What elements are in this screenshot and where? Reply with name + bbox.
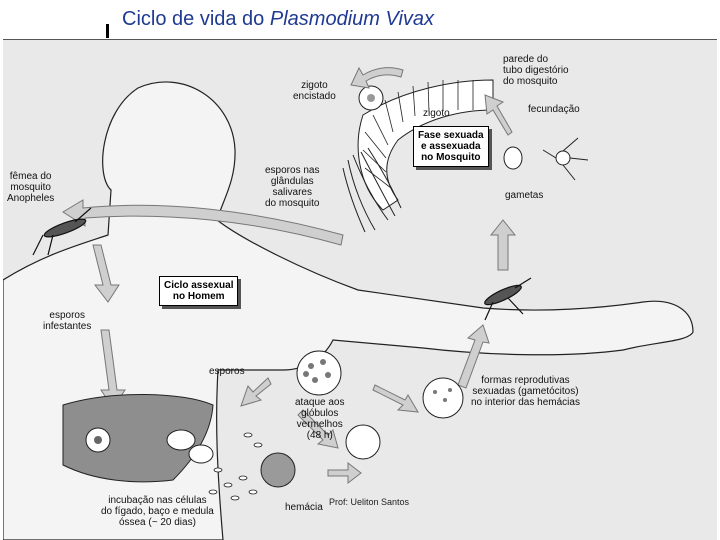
label-parede-tubo: parede do tubo digestório do mosquito [503, 54, 569, 87]
label-zigoto: zigoto [423, 108, 450, 119]
box-fase-mosquito: Fase sexuada e assexuada no Mosquito [413, 126, 489, 167]
label-hemacia: hemácia [285, 502, 323, 513]
label-formas-reprodutivas: formas reprodutivas sexuadas (gametócito… [471, 375, 580, 408]
label-ataque-globulos: ataque aos glóbulos vermelhos (48 h) [295, 397, 345, 441]
sporozoite-burst [342, 147, 402, 233]
label-esporos: esporos [209, 366, 245, 377]
label-gametas: gametas [505, 190, 544, 201]
liver [62, 394, 214, 483]
liver-cells [166, 429, 214, 464]
mosquito-icon [32, 207, 532, 321]
title-marker [106, 24, 109, 38]
label-zigoto-encistado: zigoto encistado [293, 80, 336, 102]
life-cycle-diagram: zigoto encistado parede do tubo digestór… [3, 40, 717, 540]
gametes-illustration [503, 137, 589, 181]
merozoites [208, 432, 263, 501]
label-femea-mosquito: fêmea do mosquito Anopheles [7, 171, 55, 204]
box-ciclo-homem: Ciclo assexual no Homem [159, 276, 239, 306]
diagram-illustration [3, 66, 694, 540]
label-fecundacao: fecundação [528, 104, 580, 115]
author-credit: Prof: Ueliton Santos [329, 497, 410, 507]
red-blood-cells [260, 350, 464, 488]
label-incubacao: incubação nas células do fígado, baço e … [101, 495, 214, 528]
title-divider [3, 39, 717, 40]
slide-title: Ciclo de vida do Plasmodium Vivax [122, 8, 435, 30]
label-esporos-glandulas: esporos nas glândulas salivares do mosqu… [265, 165, 320, 209]
label-esporos-infestantes: esporos infestantes [43, 310, 92, 332]
